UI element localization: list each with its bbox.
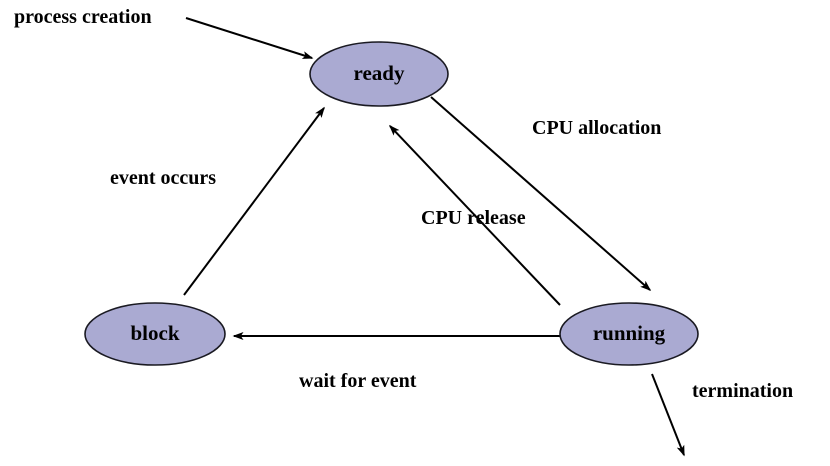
edge-termination	[651, 373, 685, 457]
transition-label-wait-for-event: wait for event	[299, 370, 417, 392]
states-layer: ready block running	[84, 41, 699, 366]
transition-label-termination: termination	[692, 380, 793, 402]
state-ellipse-running	[559, 302, 699, 366]
transition-labels-layer: process creation CPU allocation CPU rele…	[14, 6, 793, 402]
state-ellipse-block	[84, 302, 226, 366]
transition-label-cpu-allocation: CPU allocation	[532, 117, 661, 139]
state-node-block[interactable]: block	[84, 302, 226, 366]
state-label-running: running	[593, 321, 666, 345]
transitions-layer	[183, 17, 685, 457]
state-ellipse-ready	[309, 41, 449, 107]
state-label-ready: ready	[354, 61, 405, 85]
transition-label-event-occurs: event occurs	[110, 167, 216, 189]
state-label-block: block	[130, 321, 179, 345]
edge-cpu-allocation	[430, 96, 652, 291]
state-node-running[interactable]: running	[559, 302, 699, 366]
transition-label-cpu-release: CPU release	[421, 207, 526, 229]
transition-label-process-creation: process creation	[14, 6, 152, 28]
edge-cpu-release	[388, 124, 561, 306]
state-node-ready[interactable]: ready	[309, 41, 449, 107]
edge-event-occurs	[183, 106, 325, 296]
edge-process-creation	[185, 17, 314, 59]
